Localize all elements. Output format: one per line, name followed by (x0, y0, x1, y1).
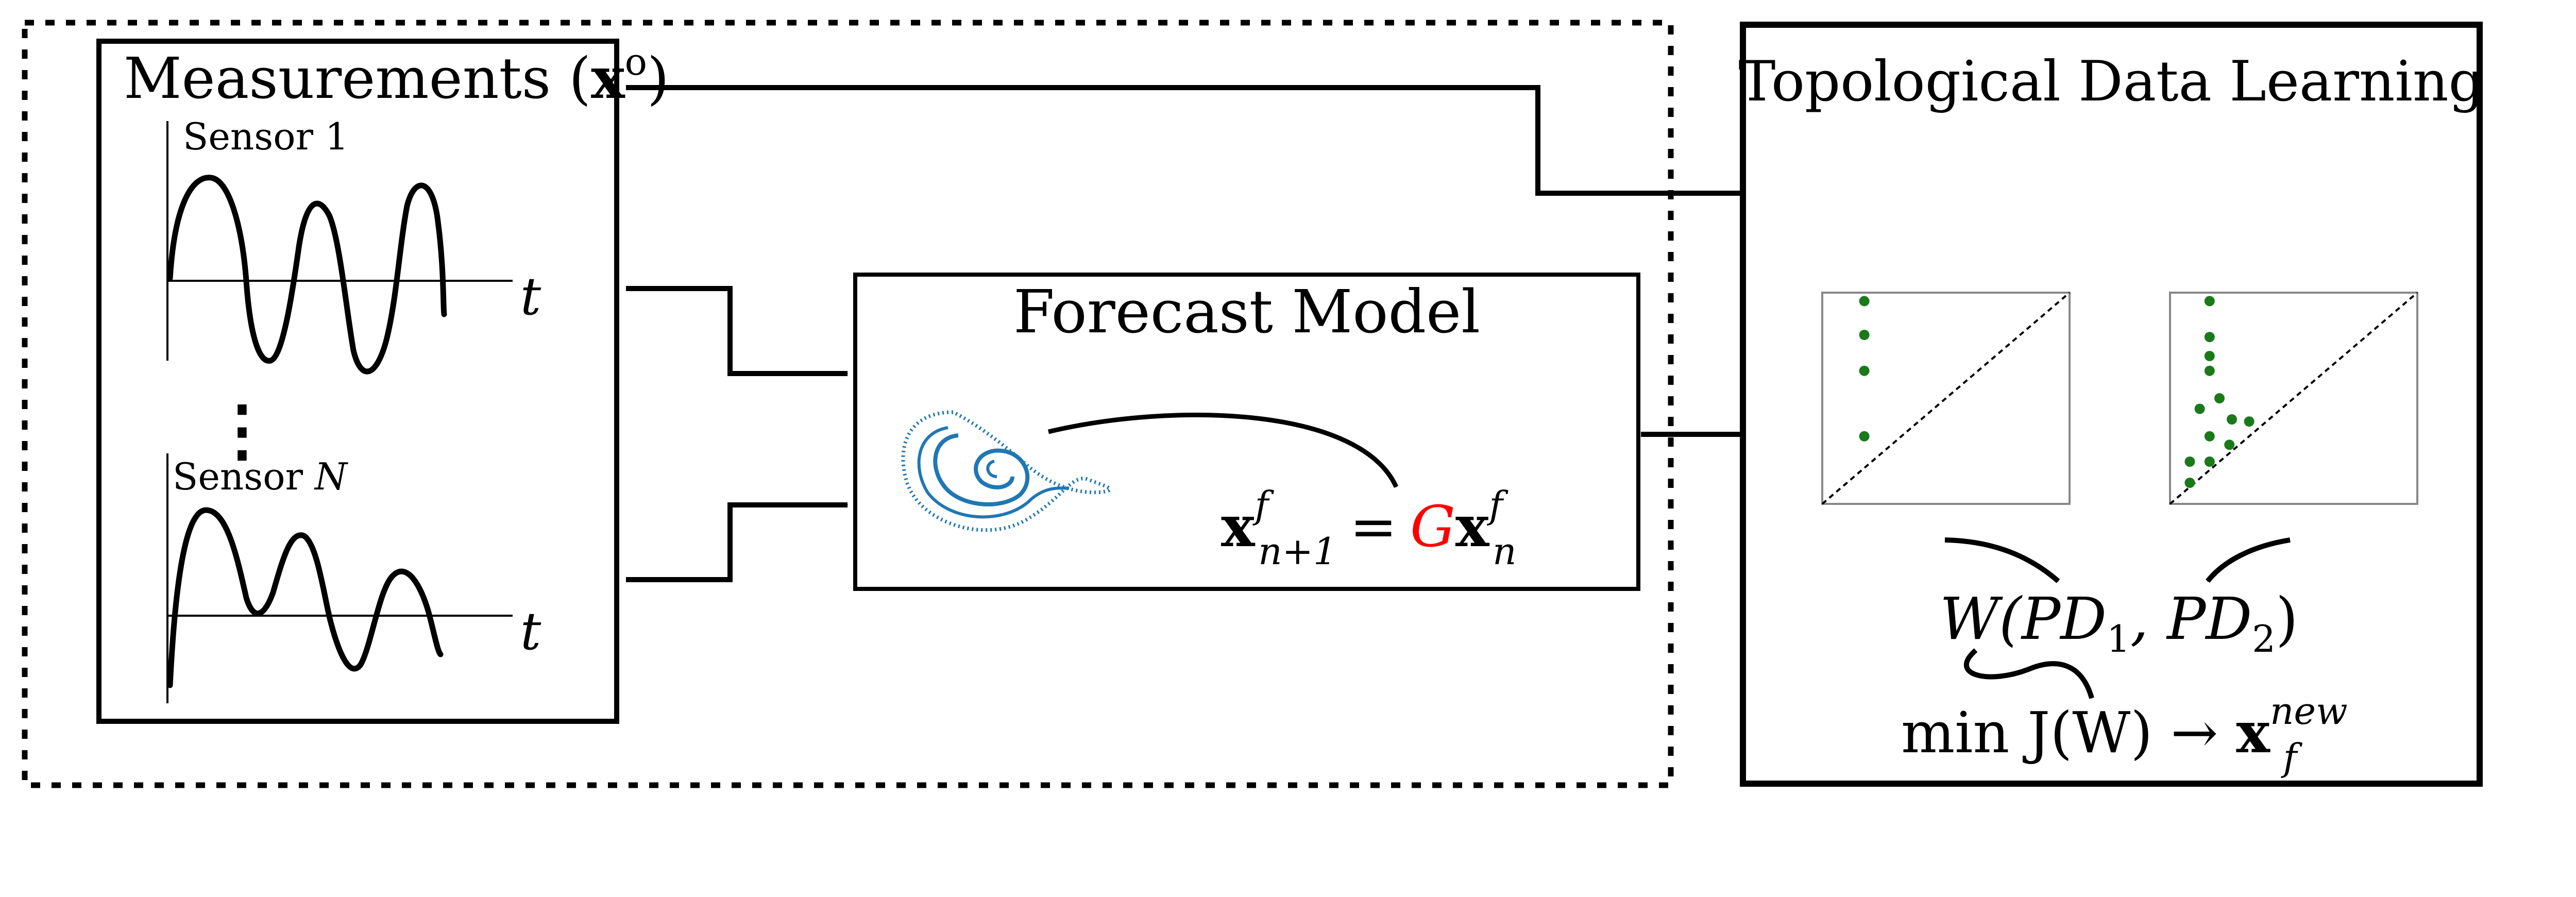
forecast-box (853, 273, 1640, 591)
pd2-to-distance-arrow (2206, 537, 2291, 583)
wasserstein-distance: W(PD1, PD2) (1940, 586, 2298, 661)
sensor-ellipsis: ⋮ (209, 391, 276, 469)
pd1-to-distance-arrow (1944, 537, 2060, 583)
pd2-diagonal (2169, 292, 2418, 505)
pd2-point (2244, 416, 2255, 427)
pd1-point (1859, 330, 1870, 340)
pd2-point (2204, 365, 2215, 376)
pd2-point (2204, 351, 2215, 361)
measurements-box (96, 39, 619, 724)
measurements-panel: Measurements (xo) Sensor 1 t ⋮ Sensor N … (96, 39, 669, 724)
forecast-operator-g: G (1410, 494, 1455, 560)
attractor-icon (901, 410, 1112, 532)
dotted-system-boundary (22, 20, 1674, 788)
sensor-n-label: Sensor N (173, 455, 349, 498)
pd1-diagonal (1821, 292, 2071, 505)
measurements-title: Measurements (xo) (124, 40, 669, 111)
pd2-point (2204, 296, 2215, 307)
measurements-to-forecast-arrow-1 (626, 286, 848, 376)
forecast-operator-arrow (1047, 412, 1399, 488)
tdl-title: Topological Data Learning (1738, 49, 2484, 114)
pd2-point (2194, 403, 2205, 414)
distance-to-minimization-arrow (1963, 648, 2094, 698)
pd2-point (2227, 414, 2237, 425)
sensor-n-axis-label: t (520, 601, 541, 662)
sensor-1-signal (167, 175, 447, 375)
persistence-diagram-2 (2169, 292, 2418, 505)
measurements-to-forecast-arrow-2 (626, 502, 848, 582)
pd2-point (2204, 456, 2215, 467)
persistence-diagram-1 (1821, 292, 2071, 505)
forecast-title: Forecast Model (1013, 278, 1480, 347)
pd2-point (2214, 393, 2225, 403)
pd1-points (1859, 296, 1870, 442)
pd2-point (2184, 478, 2195, 488)
tdl-panel: Topological Data Learning W(PD1, PD2) mi… (1738, 22, 2484, 787)
pd2-point (2224, 439, 2235, 450)
pd2-point (2184, 456, 2195, 467)
sensor-1-label: Sensor 1 (183, 115, 349, 158)
pd1-point (1859, 365, 1870, 376)
sensor-n-signal (167, 507, 444, 688)
pd1-point (1859, 296, 1870, 307)
pd1-point (1859, 431, 1870, 442)
pd2-points (2184, 296, 2255, 488)
pd2-point (2204, 332, 2215, 343)
pd2-point (2204, 431, 2215, 442)
sensor-1-axis-label: t (520, 266, 541, 327)
